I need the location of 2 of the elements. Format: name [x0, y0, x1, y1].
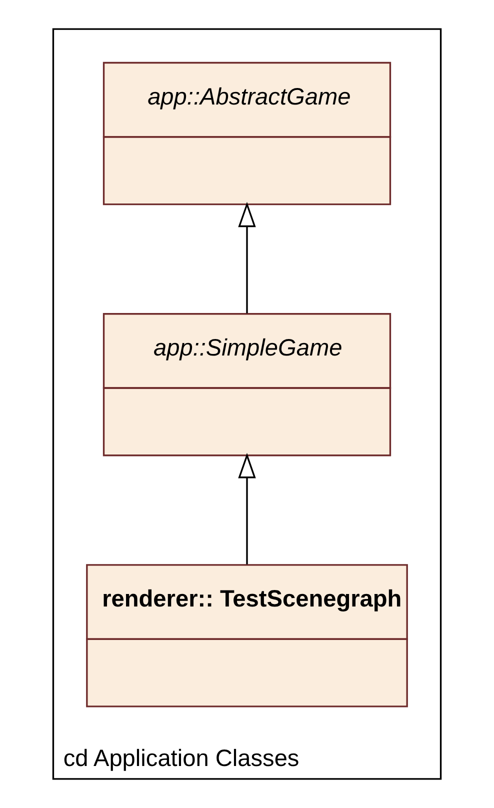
arrow — [238, 452, 256, 564]
arrow — [238, 202, 256, 314]
